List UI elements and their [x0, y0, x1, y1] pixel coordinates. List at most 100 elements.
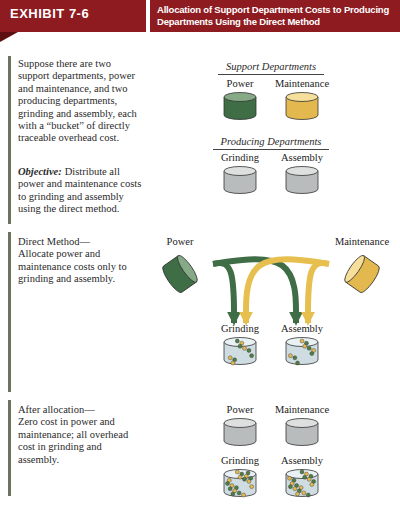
- department-bucket: Grinding: [207, 323, 273, 369]
- cost-dot: [300, 470, 304, 474]
- bucket-group: [286, 470, 318, 498]
- bucket-group: [160, 253, 200, 295]
- cost-dot: [288, 354, 292, 358]
- bucket-group: [286, 93, 318, 120]
- cost-dot: [247, 479, 251, 483]
- cost-dot: [235, 339, 239, 343]
- text-block: Suppose there are two support department…: [18, 58, 144, 145]
- cost-dot: [307, 477, 311, 481]
- result-lead: After allocation—: [18, 404, 132, 416]
- department-bucket: Power: [147, 236, 213, 298]
- bucket-group: [342, 253, 382, 295]
- cost-dot: [303, 344, 307, 348]
- intro-text: Suppose there are two support department…: [18, 58, 137, 143]
- section-bar: [8, 232, 11, 392]
- allocation-arrow: [246, 259, 329, 323]
- section-bar: [8, 56, 11, 224]
- department-bucket: Maintenance: [269, 78, 335, 124]
- cost-dot: [250, 354, 254, 358]
- exhibit-number: EXHIBIT 7-6: [10, 6, 89, 21]
- cost-dot: [231, 492, 235, 496]
- method-text: Allocate power and maintenance costs onl…: [18, 248, 127, 284]
- exhibit-tab: [0, 0, 146, 32]
- cost-dot: [237, 491, 241, 495]
- department-bucket: Grinding: [207, 152, 273, 198]
- cost-dot: [300, 339, 304, 343]
- department-bucket: Assembly: [269, 455, 335, 501]
- department-name: Assembly: [269, 323, 335, 335]
- objective-lead: Objective:: [18, 166, 62, 177]
- cost-dot: [293, 487, 297, 491]
- department-name: Maintenance: [269, 404, 335, 416]
- cost-dot: [288, 485, 292, 489]
- cost-dot: [238, 475, 242, 479]
- bucket-group: [224, 419, 256, 446]
- bucket-group: [224, 167, 256, 194]
- department-bucket: Assembly: [269, 152, 335, 198]
- cost-dot: [242, 493, 246, 497]
- bucket-group: [286, 419, 318, 446]
- allocation-arrow: [213, 263, 234, 323]
- text-block: Support Departments: [196, 61, 346, 75]
- department-name: Power: [207, 78, 273, 90]
- cost-dot: [310, 352, 314, 356]
- section-heading: Support Departments: [218, 61, 324, 75]
- cost-dot: [231, 361, 235, 365]
- department-name: Assembly: [269, 152, 335, 164]
- text-block: Objective:Distribute all power and maint…: [18, 166, 144, 216]
- cost-dot: [250, 485, 254, 489]
- department-name: Grinding: [207, 455, 273, 467]
- department-bucket: Maintenance: [269, 404, 335, 450]
- cost-dot: [247, 348, 251, 352]
- method-lead: Direct Method—: [18, 236, 132, 248]
- cost-dot: [296, 361, 300, 365]
- cost-dot: [296, 492, 300, 496]
- department-name: Grinding: [207, 152, 273, 164]
- bucket-group: [224, 470, 256, 498]
- department-bucket: Power: [207, 78, 273, 124]
- text-block: Direct Method—Allocate power and mainten…: [18, 236, 132, 286]
- text-block: Producing Departments: [196, 136, 346, 150]
- cost-dot: [307, 346, 311, 350]
- bucket-rim: [342, 253, 368, 284]
- bucket-group: [224, 93, 256, 120]
- cost-dot: [293, 356, 297, 360]
- department-name: Maintenance: [269, 78, 335, 90]
- department-bucket: Maintenance: [329, 236, 395, 298]
- bucket-rim: [286, 419, 318, 428]
- bucket-group: [286, 338, 318, 366]
- bucket-rim: [175, 253, 201, 284]
- cost-dot: [310, 483, 314, 487]
- cost-dot: [238, 344, 242, 348]
- department-bucket: Assembly: [269, 323, 335, 369]
- cost-dot: [242, 477, 246, 481]
- figure-title: Allocation of Support Department Costs t…: [157, 4, 397, 28]
- department-name: Power: [147, 236, 213, 248]
- department-name: Power: [207, 404, 273, 416]
- bucket-rim: [224, 167, 256, 176]
- bucket-rim: [286, 93, 318, 102]
- cost-dot: [235, 470, 239, 474]
- department-name: Assembly: [269, 455, 335, 467]
- allocation-arrow: [213, 259, 296, 323]
- bucket-group: [286, 167, 318, 194]
- title-band: [150, 0, 400, 32]
- text-block: EXHIBIT 7-6: [10, 8, 142, 21]
- bucket-rim: [224, 419, 256, 428]
- text-block: After allocation—Zero cost in power and …: [18, 404, 132, 466]
- section-heading: Producing Departments: [213, 136, 330, 150]
- allocation-arrow: [308, 263, 329, 323]
- department-name: Grinding: [207, 323, 273, 335]
- cost-dot: [303, 475, 307, 479]
- result-text: Zero cost in power and maintenance; all …: [18, 416, 128, 464]
- cost-dot: [242, 346, 246, 350]
- department-bucket: Power: [207, 404, 273, 450]
- department-bucket: Grinding: [207, 455, 273, 501]
- cost-dot: [288, 476, 292, 480]
- cost-dot: [226, 482, 230, 486]
- bucket-rim: [224, 93, 256, 102]
- department-name: Maintenance: [329, 236, 395, 248]
- bucket-rim: [286, 167, 318, 176]
